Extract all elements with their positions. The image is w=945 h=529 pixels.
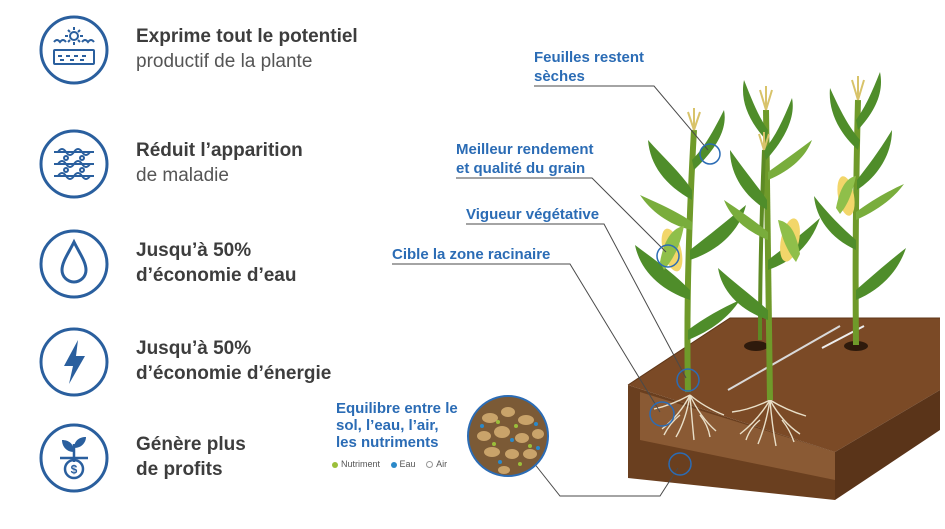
benefit-item-water: Jusqu’à 50% d’économie d’eau xyxy=(38,228,458,300)
soil-surface xyxy=(628,318,940,452)
legend-label: Nutriment xyxy=(341,459,381,469)
leaf-pattern-icon xyxy=(39,129,109,199)
benefit-text: Réduit l’apparition de maladie xyxy=(136,138,466,188)
legend-air: Air xyxy=(426,459,447,469)
benefit-text: Jusqu’à 50% d’économie d’énergie xyxy=(136,336,466,386)
benefit-item-energy: Jusqu’à 50% d’économie d’énergie xyxy=(38,326,458,398)
roots-right xyxy=(731,399,807,447)
callout-leaves-dry: Feuilles restent sèches xyxy=(534,48,644,86)
callout-leaders xyxy=(392,85,709,497)
water-dot-icon xyxy=(390,461,397,468)
callout-markers xyxy=(649,143,721,476)
benefit-title-line2: de profits xyxy=(136,459,223,480)
drip-line xyxy=(727,325,841,391)
callout-balance: Equilibre entre le sol, l’eau, l’air, le… xyxy=(336,400,458,451)
benefit-title: Jusqu’à 50% xyxy=(136,338,252,359)
soil-composition-circle xyxy=(467,395,549,477)
benefit-subtitle: productif de la plante xyxy=(136,51,313,72)
callout-line: Feuilles restent xyxy=(534,49,645,66)
benefit-title: Réduit l’apparition xyxy=(136,140,303,161)
benefit-title: Jusqu’à 50% xyxy=(136,240,252,261)
benefit-title: Génère plus xyxy=(136,434,246,455)
benefit-item-profit: $ Génère plus de profits xyxy=(38,422,458,494)
benefit-title: Exprime tout le potentiel xyxy=(136,26,358,47)
water-drop-icon xyxy=(39,229,109,299)
benefit-text: Jusqu’à 50% d’économie d’eau xyxy=(136,238,466,288)
plant-money-icon: $ xyxy=(39,423,109,493)
roots-left xyxy=(653,394,725,441)
callout-line: sol, l’eau, l’air, xyxy=(336,417,439,434)
sun-field-icon xyxy=(39,15,109,85)
air-dot-icon xyxy=(426,461,434,469)
callout-line: et qualité du grain xyxy=(456,160,586,177)
benefit-text: Exprime tout le potentiel productif de l… xyxy=(136,24,466,74)
benefit-title-line2: d’économie d’eau xyxy=(136,265,297,286)
callout-line: les nutriments xyxy=(336,434,439,451)
legend-label: Eau xyxy=(399,459,416,469)
callout-vigor: Vigueur végétative xyxy=(466,206,600,223)
legend-nutrient: Nutriment xyxy=(332,459,380,469)
nutrient-dot-icon xyxy=(332,461,338,468)
benefit-subtitle: de maladie xyxy=(136,165,229,186)
callout-root-zone: Cible la zone racinaire xyxy=(392,246,551,263)
corn-plants xyxy=(635,72,906,401)
soil-legend: Nutriment Eau Air xyxy=(332,459,455,469)
benefit-item-disease: Réduit l’apparition de maladie xyxy=(38,128,458,200)
benefit-text: Génère plus de profits xyxy=(136,432,466,482)
callout-line: Meilleur rendement xyxy=(456,141,594,158)
legend-label: Air xyxy=(436,459,448,469)
callout-yield-quality: Meilleur rendement et qualité du grain xyxy=(456,140,594,178)
callout-line: sèches xyxy=(534,68,585,85)
benefit-item-potential: Exprime tout le potentiel productif de l… xyxy=(38,14,458,86)
lightning-icon xyxy=(39,327,109,397)
svg-text:$: $ xyxy=(71,463,78,477)
callout-line: Equilibre entre le xyxy=(336,400,458,417)
legend-water: Eau xyxy=(390,459,416,469)
soil-side-face xyxy=(835,390,940,500)
benefit-title-line2: d’économie d’énergie xyxy=(136,363,332,384)
